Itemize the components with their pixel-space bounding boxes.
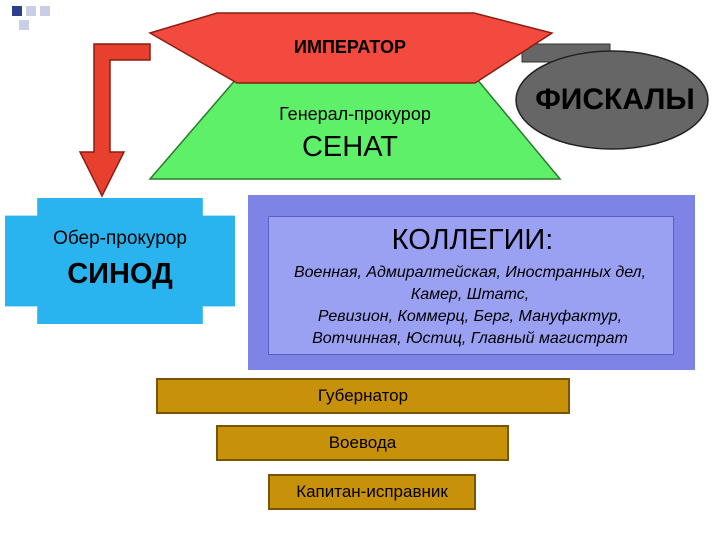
collegia-line-3: Ревизион, Коммерц, Берг, Мануфактур,: [317, 308, 623, 325]
synod-label: СИНОД: [67, 258, 173, 290]
emperor-to-synod-arrow: [78, 43, 151, 198]
corner-square-4: [19, 20, 29, 30]
collegia-line-1: Военная, Адмиралтейская, Иностранных дел…: [293, 264, 647, 281]
captain-ispravnik-box: Капитан-исправник: [268, 474, 476, 510]
synod-box: [5, 198, 235, 324]
emperor-label: ИМПЕРАТОР: [294, 37, 406, 57]
emperor-hexagon: [148, 12, 554, 84]
voivode-box: Воевода: [216, 425, 509, 461]
collegia-line-4: Вотчинная, Юстиц, Главный магистрат: [312, 330, 628, 347]
corner-square-3: [40, 6, 50, 16]
collegia-line-2: Камер, Штатс,: [410, 286, 530, 303]
prosecutor-general-label: Генерал-прокурор: [279, 104, 431, 124]
collegia-title: КОЛЛЕГИИ:: [391, 224, 554, 256]
governor-box: Губернатор: [156, 378, 570, 414]
chief-prosecutor-label: Обер-прокурор: [53, 228, 187, 249]
corner-square-2: [26, 6, 36, 16]
fiscals-label: ФИСКАЛЫ: [535, 83, 695, 116]
fiscals-ellipse: [515, 50, 709, 150]
collegia-box: [268, 216, 674, 355]
senate-label: СЕНАТ: [301, 131, 399, 163]
corner-square-1: [12, 6, 22, 16]
